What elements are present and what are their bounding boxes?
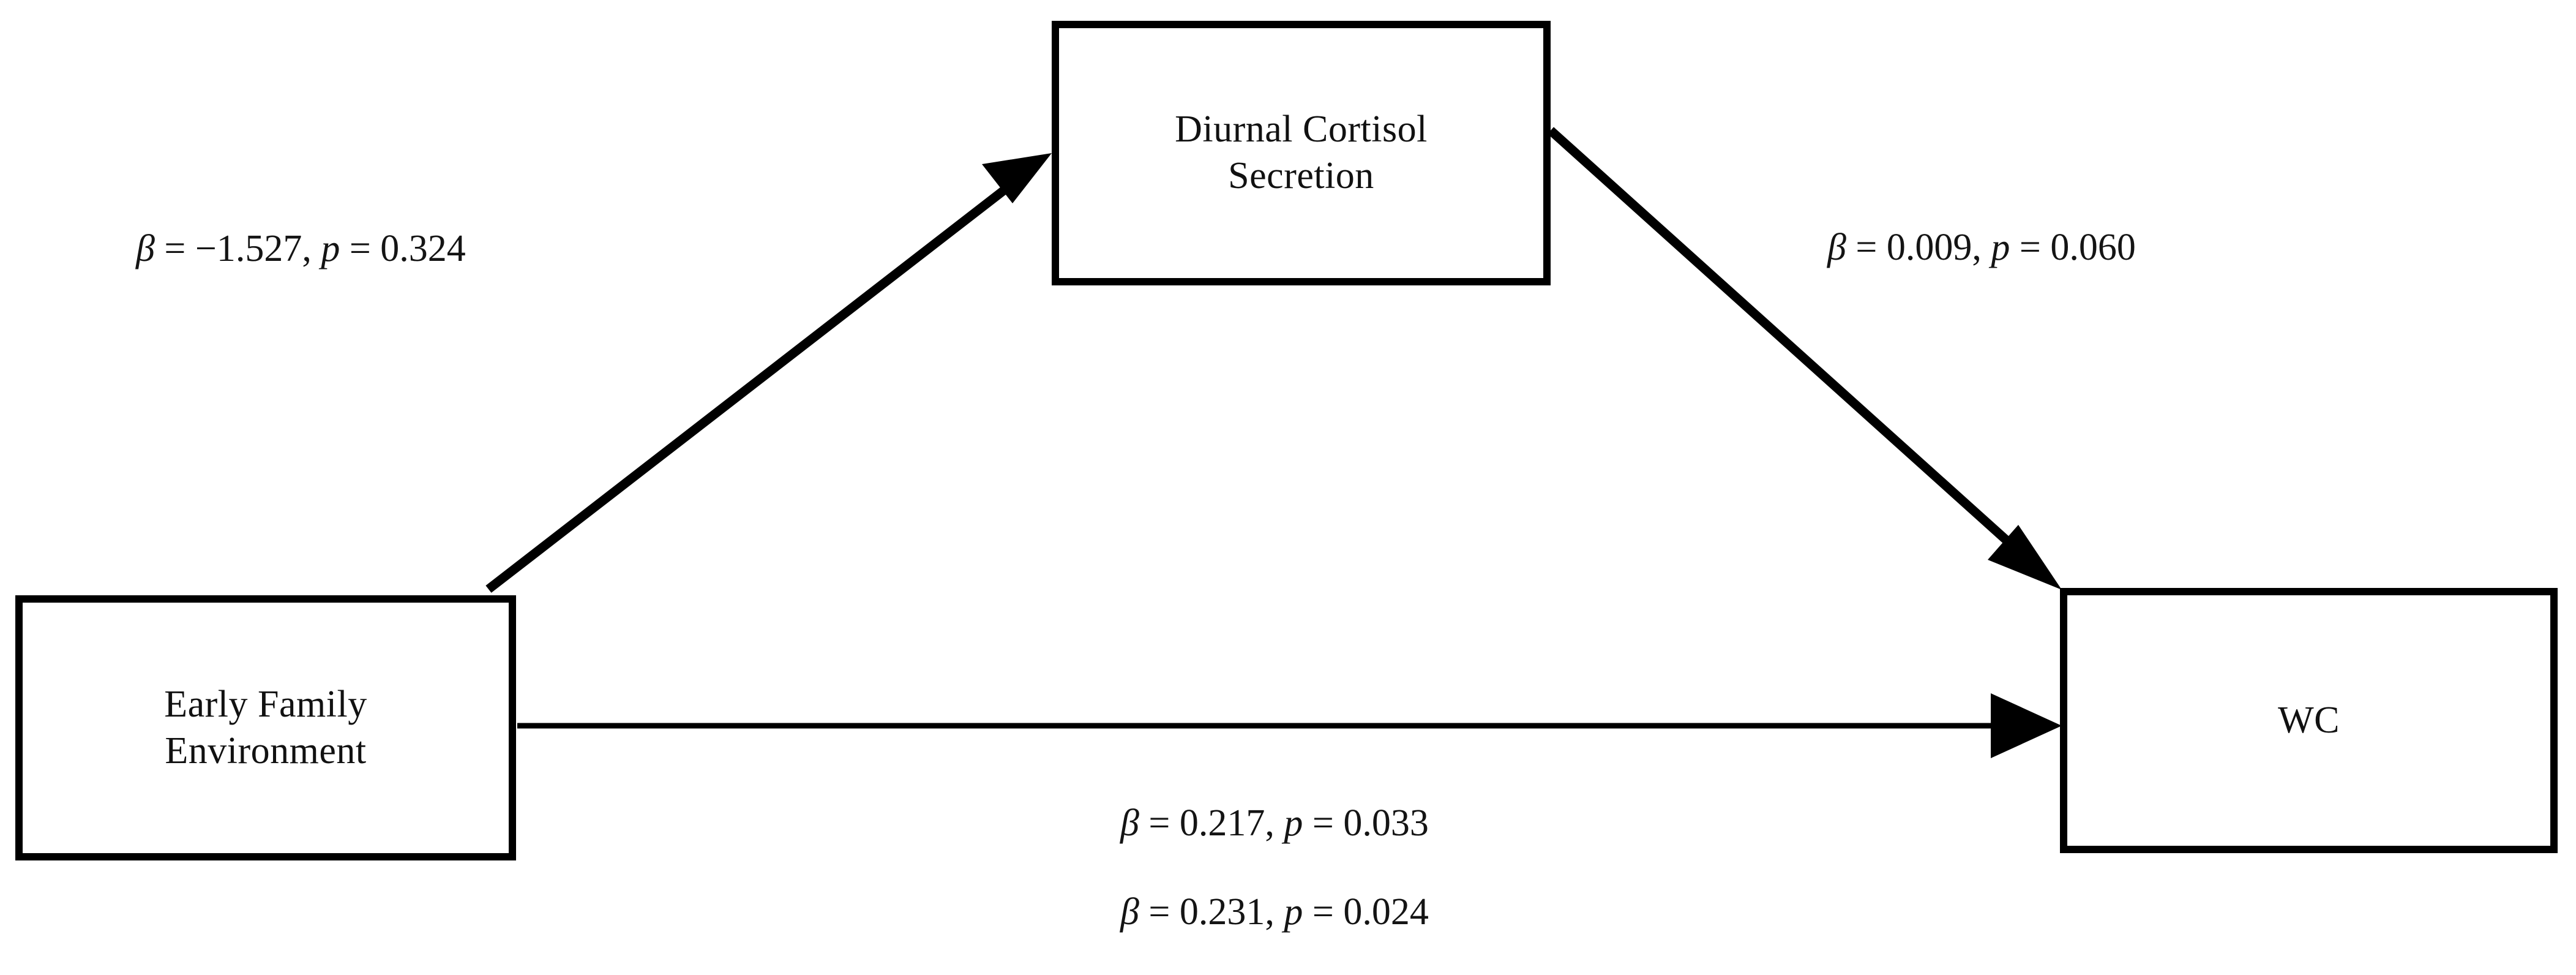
separator-b: , — [1972, 227, 1991, 268]
separator-c2: , — [1265, 891, 1284, 933]
p-equals-c1: = — [1303, 802, 1344, 844]
arrow-efe-to-dcs — [485, 153, 1052, 593]
p-symbol-c2: p — [1284, 891, 1303, 933]
beta-value-b: 0.009 — [1886, 227, 1972, 268]
path-coefficient-label-b: β = 0.009, p = 0.060 — [1827, 227, 2136, 268]
beta-equals-c1: = — [1139, 802, 1180, 844]
arrow-efe-to-wc — [517, 693, 2062, 758]
p-value-c1: 0.033 — [1343, 802, 1429, 844]
p-equals-a: = — [340, 228, 381, 269]
p-symbol-b: p — [1991, 227, 2010, 268]
node-label-diurnal-cortisol-secretion: Diurnal Cortisol Secretion — [1175, 108, 1428, 197]
separator-c1: , — [1265, 802, 1284, 844]
node-diurnal-cortisol-secretion[interactable]: Diurnal Cortisol Secretion — [1052, 21, 1551, 285]
node-label-wc: WC — [2278, 699, 2340, 741]
beta-equals-b: = — [1846, 227, 1887, 268]
p-symbol-a: p — [321, 228, 340, 269]
node-wc[interactable]: WC — [2060, 588, 2558, 853]
beta-symbol-a: β — [136, 228, 155, 269]
beta-value-a: −1.527 — [195, 228, 302, 269]
beta-symbol-c2: β — [1120, 891, 1139, 933]
beta-symbol-c1: β — [1120, 802, 1139, 844]
p-value-c2: 0.024 — [1343, 891, 1429, 933]
path-coefficient-label-c-direct: β = 0.231, p = 0.024 — [1120, 891, 1429, 933]
path-coefficient-label-a: β = −1.527, p = 0.324 — [136, 228, 466, 269]
p-value-b: 0.060 — [2050, 227, 2136, 268]
beta-equals-c2: = — [1139, 891, 1180, 933]
p-equals-c2: = — [1303, 891, 1344, 933]
node-label-early-family-environment: Early Family Environment — [164, 683, 367, 772]
p-value-a: 0.324 — [380, 228, 466, 269]
p-symbol-c1: p — [1284, 802, 1303, 844]
separator-a: , — [302, 228, 321, 269]
arrow-dcs-to-wc — [1547, 127, 2062, 590]
beta-equals-a: = — [154, 228, 195, 269]
path-coefficient-label-c-total: β = 0.217, p = 0.033 — [1120, 802, 1429, 844]
p-equals-b: = — [2010, 227, 2051, 268]
node-early-family-environment[interactable]: Early Family Environment — [15, 595, 516, 860]
beta-value-c2: 0.231 — [1179, 891, 1265, 933]
beta-symbol-b: β — [1827, 227, 1846, 268]
beta-value-c1: 0.217 — [1179, 802, 1265, 844]
